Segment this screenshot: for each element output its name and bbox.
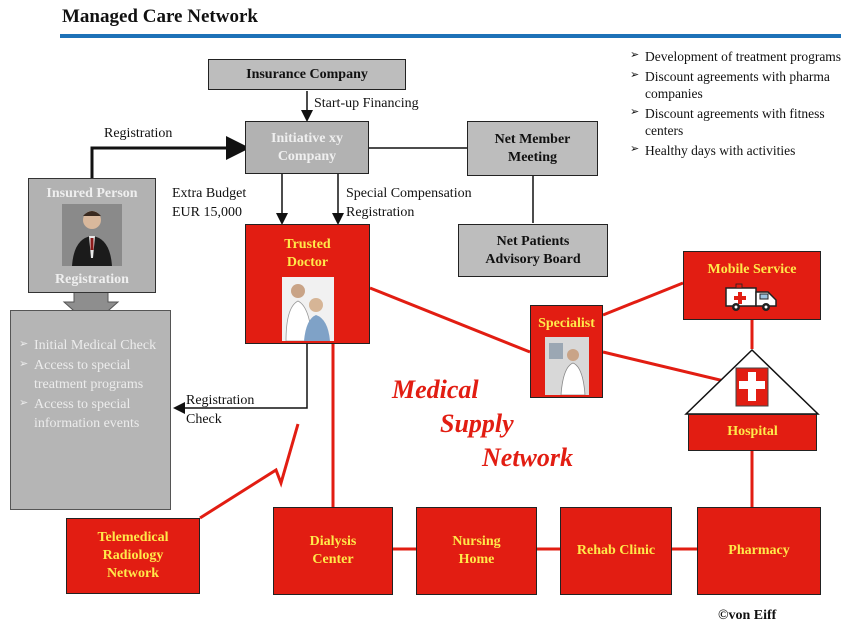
hospital-label: Hospital: [727, 424, 778, 440]
medical-supply-network-label: Medical Supply Network: [392, 373, 622, 474]
startup-financing-label: Start-up Financing: [314, 96, 419, 111]
trusted-doctor-label: Trusted Doctor: [284, 237, 331, 271]
network-label-line2: Supply: [440, 408, 514, 438]
nursing-home-box: Nursing Home: [416, 507, 537, 595]
insured-person-box: Insured Person Registration: [28, 178, 156, 293]
pharmacy-label: Pharmacy: [728, 542, 790, 558]
net-patients-advisory-label: Net Patients Advisory Board: [485, 234, 581, 267]
special-compensation-line1: Special Compensation: [346, 186, 472, 201]
registration-check-line2: Check: [186, 411, 222, 427]
edge-specialist-mobile: [602, 281, 684, 317]
network-label-line3: Network: [482, 442, 573, 472]
edge-doctor-specialist: [369, 286, 531, 354]
nursing-home-label: Nursing Home: [452, 533, 501, 567]
net-member-meeting-label: Net Member Meeting: [494, 132, 571, 165]
patient-benefit-item: Initial Medical Check: [19, 337, 166, 355]
services-bullet-item: Healthy days with activities: [630, 142, 841, 160]
services-bullet-item: Discount agreements with fitness centers: [630, 105, 841, 140]
insured-person-sublabel: Registration: [55, 272, 129, 287]
ambulance-icon: [725, 283, 777, 312]
network-label-line1: Medical: [392, 375, 479, 404]
patient-benefit-item: Access to special information events: [19, 396, 166, 433]
extra-budget-line2: EUR 15,000: [172, 204, 242, 220]
net-patients-advisory-box: Net Patients Advisory Board: [458, 224, 608, 277]
patient-benefits-box: Initial Medical Check Access to special …: [10, 310, 171, 510]
net-member-meeting-box: Net Member Meeting: [467, 121, 598, 176]
copyright-text: ©von Eiff: [718, 608, 777, 623]
services-bullet-list: Development of treatment programs Discou…: [630, 48, 841, 161]
edge-telemedical-zigzag: [199, 423, 300, 520]
initiative-company-box: Initiative xy Company: [245, 121, 369, 174]
trusted-doctor-box: Trusted Doctor: [245, 224, 370, 344]
services-bullet-item: Development of treatment programs: [630, 48, 841, 66]
specialist-box: Specialist: [530, 305, 603, 398]
services-bullet-item: Discount agreements with pharma companie…: [630, 68, 841, 103]
special-compensation-line2: Registration: [346, 204, 415, 220]
dialysis-center-box: Dialysis Center: [273, 507, 393, 595]
edge-specialist-hospital: [602, 350, 725, 383]
registration-label: Registration: [104, 126, 173, 141]
registration-check-line1: Registration: [186, 393, 255, 408]
telemedical-radiology-box: Telemedical Radiology Network: [66, 518, 200, 594]
specialist-icon: [544, 337, 589, 396]
doctor-patient-icon: [281, 277, 334, 342]
insurance-company-box: Insurance Company: [208, 59, 406, 90]
extra-budget-line1: Extra Budget: [172, 186, 247, 201]
page-title: Managed Care Network: [62, 6, 258, 27]
insurance-company-label: Insurance Company: [246, 66, 368, 82]
registration-check-label: Registration Check: [186, 392, 254, 430]
edge-registration-check: [173, 340, 308, 414]
rehab-clinic-label: Rehab Clinic: [576, 542, 656, 558]
hospital-cross-icon: [739, 372, 765, 401]
patient-benefit-item: Access to special treatment programs: [19, 357, 166, 394]
edge-registration: [90, 136, 250, 178]
hospital-box: Hospital: [688, 414, 817, 451]
specialist-label: Specialist: [538, 316, 595, 331]
title-underline: [60, 34, 841, 38]
rehab-clinic-box: Rehab Clinic: [560, 507, 672, 595]
mobile-service-label: Mobile Service: [707, 262, 797, 277]
extra-budget-label: Extra Budget EUR 15,000: [172, 185, 246, 223]
pharmacy-box: Pharmacy: [697, 507, 821, 595]
initiative-company-label: Initiative xy Company: [271, 131, 343, 164]
dialysis-center-label: Dialysis Center: [309, 533, 357, 567]
mobile-service-box: Mobile Service: [683, 251, 821, 320]
insured-person-label: Insured Person: [46, 186, 138, 201]
telemedical-radiology-label: Telemedical Radiology Network: [97, 529, 169, 582]
businessman-icon: [62, 204, 122, 266]
special-compensation-label: Special Compensation Registration: [346, 185, 472, 223]
